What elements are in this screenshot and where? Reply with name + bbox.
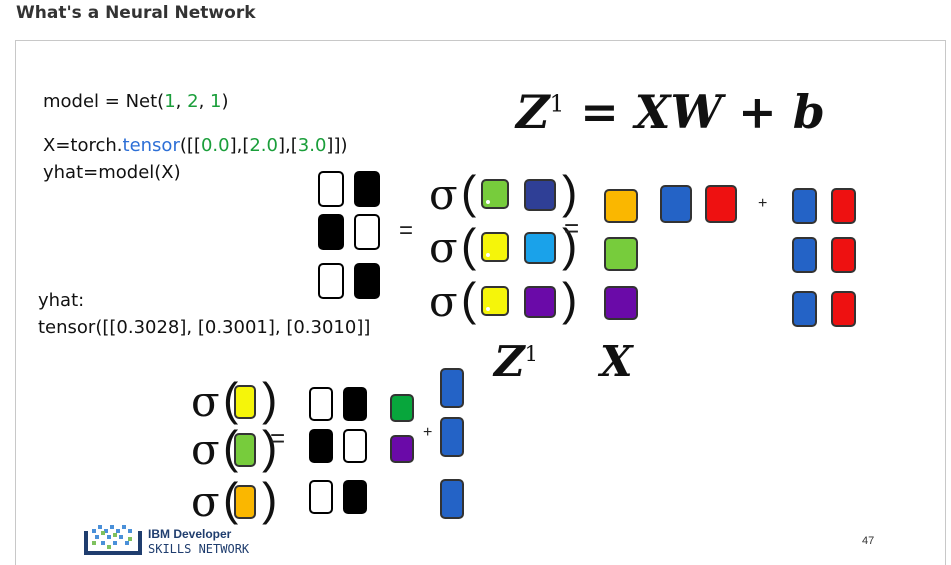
- b-cell: [792, 188, 817, 224]
- paren-open: (: [461, 273, 477, 325]
- w2-cell: [390, 394, 414, 422]
- sigma-symbol: σ: [429, 170, 458, 219]
- paren-close: ): [262, 373, 278, 425]
- x-label: X: [600, 337, 633, 386]
- b-cell: [792, 291, 817, 327]
- sigma-symbol: σ: [191, 377, 220, 426]
- z1-label: Z1: [494, 337, 539, 386]
- matrix-cell: [354, 214, 380, 250]
- b2-cell: [440, 368, 464, 408]
- x-cell: [604, 189, 638, 223]
- z-cell: [524, 179, 556, 211]
- output-label: yhat:: [38, 290, 85, 311]
- equals-sign: =: [399, 217, 414, 244]
- matrix-cell: [343, 429, 367, 463]
- z-cell: [481, 286, 509, 316]
- z-cell: [524, 286, 556, 318]
- code-line-tensor: X=torch.tensor([[0.0],[2.0],[3.0]]): [43, 135, 348, 156]
- w-cell: [705, 185, 737, 223]
- matrix-cell: [343, 480, 367, 514]
- b-cell: [831, 237, 856, 273]
- matrix-cell: [343, 387, 367, 421]
- plus-sign: +: [758, 195, 768, 212]
- paren-close: ): [262, 473, 278, 525]
- paren-close: ): [562, 273, 578, 325]
- code-line-model: model = Net(1, 2, 1): [43, 91, 229, 112]
- b-cell: [831, 188, 856, 224]
- z-cell: [481, 232, 509, 262]
- logo-text: IBM Developer SKILLS NETWORK: [148, 527, 249, 557]
- paren-open: (: [461, 166, 477, 218]
- logo-line-2: SKILLS NETWORK: [148, 542, 250, 556]
- b-cell: [831, 291, 856, 327]
- paren-open: (: [461, 219, 477, 271]
- w2-cell: [390, 435, 414, 463]
- b2-cell: [440, 479, 464, 519]
- z-cell: [524, 232, 556, 264]
- plus-sign: +: [423, 424, 433, 441]
- b-cell: [792, 237, 817, 273]
- z-cell: [481, 179, 509, 209]
- matrix-cell: [309, 429, 333, 463]
- x-cell: [604, 286, 638, 320]
- logo-line-1: IBM Developer: [148, 527, 232, 541]
- sigma-symbol: σ: [191, 477, 220, 526]
- paren-close: ): [562, 219, 578, 271]
- equals-sign: =: [270, 423, 286, 453]
- matrix-cell: [354, 171, 380, 207]
- w-cell: [660, 185, 692, 223]
- code-line-yhat: yhat=model(X): [43, 162, 181, 183]
- sigma-symbol: σ: [429, 277, 458, 326]
- sigma-symbol: σ: [429, 223, 458, 272]
- sigma-symbol: σ: [191, 425, 220, 474]
- paren-close: ): [262, 421, 278, 473]
- a-cell: [234, 385, 256, 419]
- b2-cell: [440, 417, 464, 457]
- page-heading: What's a Neural Network: [16, 3, 256, 23]
- matrix-cell: [318, 263, 344, 299]
- paren-close: ): [562, 166, 578, 218]
- matrix-cell: [318, 171, 344, 207]
- slide: model = Net(1, 2, 1) X=torch.tensor([[0.…: [15, 40, 946, 565]
- output-value: tensor([[0.3028], [0.3001], [0.3010]]: [38, 317, 371, 338]
- matrix-cell: [318, 214, 344, 250]
- matrix-cell: [354, 263, 380, 299]
- matrix-cell: [309, 480, 333, 514]
- equals-sign: =: [564, 213, 580, 243]
- a-cell: [234, 433, 256, 467]
- x-cell: [604, 237, 638, 271]
- ibm-skills-network-logo-icon: [84, 525, 142, 555]
- equation-title: Z1 = XW + b: [516, 85, 825, 139]
- matrix-cell: [309, 387, 333, 421]
- page-number: 47: [862, 535, 875, 547]
- a-cell: [234, 485, 256, 519]
